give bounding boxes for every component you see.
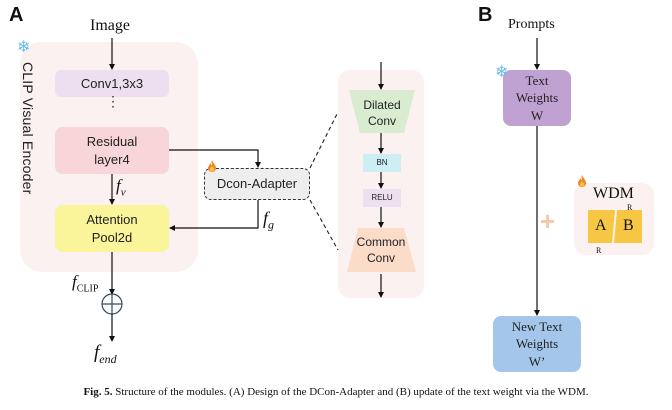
dilated-conv-label: Dilated Conv	[352, 97, 412, 129]
fend-label: fend	[94, 342, 117, 367]
clip-visual-encoder-label: CLIP Visual Encoder	[20, 62, 36, 195]
attention-pool2d-block: Attention Pool2d	[55, 205, 169, 252]
fg-subscript: g	[268, 217, 275, 232]
residual-line2: layer4	[94, 151, 130, 167]
flame-icon	[578, 175, 586, 187]
ellipsis-symbol: ⋮	[106, 93, 120, 109]
fend-subscript: end	[99, 351, 117, 366]
new-weights-line1: New Text	[511, 318, 563, 334]
new-weights-line2: Weights	[515, 336, 559, 352]
text-weights-line2: Weights	[515, 90, 559, 106]
fclip-label: fCLIP	[72, 272, 98, 294]
text-weights-block: Text Weights W	[503, 70, 571, 126]
image-input-label: Image	[90, 17, 130, 34]
wdm-a-label: A	[595, 217, 607, 234]
new-text-weights-block: New Text Weights W’	[493, 316, 581, 372]
zoom-line-top	[309, 111, 339, 169]
figure-caption: Fig. 5. Structure of the modules. (A) De…	[0, 386, 672, 398]
plus-icon: +	[540, 206, 556, 236]
prompts-input-label: Prompts	[508, 17, 555, 32]
relu-block: RELU	[363, 189, 401, 207]
fclip-symbol: f	[72, 272, 77, 291]
fg-symbol: f	[263, 208, 269, 228]
common-conv-label: Common Conv	[348, 234, 414, 266]
caption-fig-label: Fig. 5.	[83, 386, 113, 398]
fend-symbol: f	[94, 342, 100, 363]
panel-a-letter: A	[9, 4, 24, 26]
conv1-block: Conv1,3x3	[55, 70, 169, 97]
text-weights-line3: W	[530, 107, 544, 123]
attention-line1: Attention	[86, 211, 138, 227]
residual-line1: Residual	[86, 133, 138, 149]
dilated-line1: Dilated	[363, 98, 401, 112]
snowflake-icon: ❄	[17, 39, 31, 56]
fv-label: fv	[116, 176, 126, 198]
residual-layer4-block: Residual layer4	[55, 127, 169, 174]
attention-line2: Pool2d	[91, 229, 133, 245]
bn-block: BN	[363, 154, 401, 172]
common-line1: Common	[356, 235, 406, 249]
caption-text: Structure of the modules. (A) Design of …	[112, 386, 589, 398]
fclip-subscript: CLIP	[76, 283, 99, 295]
zoom-line-bottom	[309, 199, 339, 251]
wdm-label: WDM	[593, 185, 634, 202]
text-weights-line1: Text	[525, 72, 549, 88]
fg-label: fg	[263, 208, 274, 233]
wdm-b-label: B	[623, 217, 634, 234]
new-weights-line3: W’	[528, 353, 546, 369]
ellipsis-vertical: ⋮	[106, 94, 120, 120]
flame-icon	[208, 160, 216, 172]
wdm-r-bottom: R	[596, 246, 602, 255]
snowflake-icon: ❄	[495, 64, 509, 81]
dcon-adapter-block: Dcon-Adapter	[204, 168, 310, 200]
wdm-r-top: R	[627, 203, 633, 212]
common-line2: Conv	[366, 251, 395, 266]
arrow-residual-to-adapter	[169, 149, 261, 168]
fv-subscript: v	[120, 186, 126, 199]
fv-symbol: f	[116, 176, 121, 195]
panel-b-letter: B	[478, 4, 493, 26]
arrow-adapter-to-attention	[169, 200, 259, 231]
dilated-line2: Conv	[367, 114, 396, 129]
